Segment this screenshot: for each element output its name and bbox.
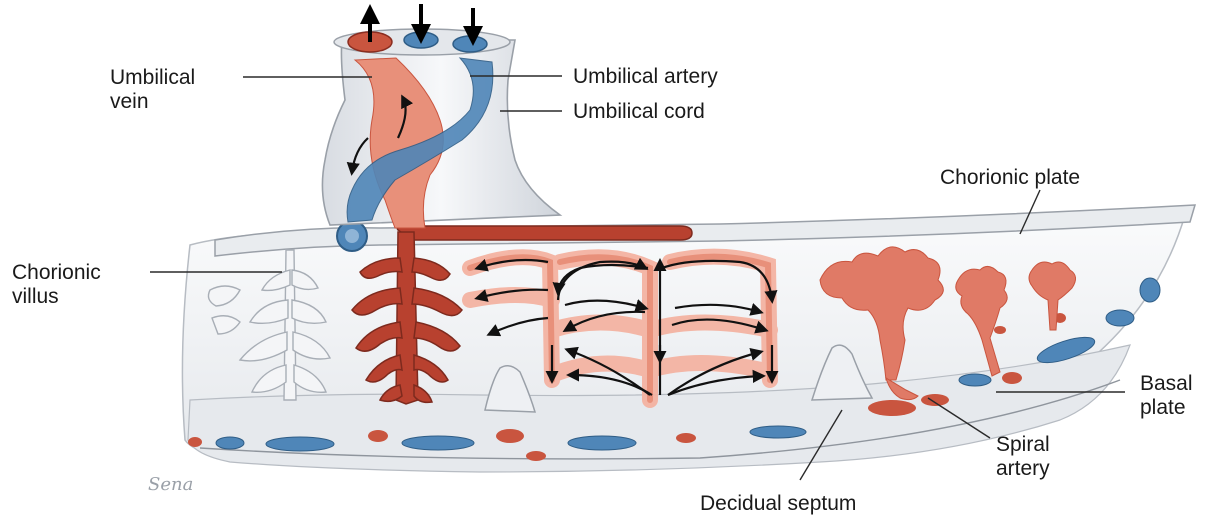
label-chorionic-plate: Chorionic plate: [940, 166, 1080, 189]
label-umbilical-vein-line2: vein: [110, 90, 149, 113]
label-umbilical-artery: Umbilical artery: [573, 65, 718, 88]
artist-signature: Sena: [148, 474, 193, 495]
label-umbilical-vein-line1: Umbilical: [110, 66, 195, 89]
label-umbilical-cord: Umbilical cord: [573, 100, 705, 123]
label-chorionic-villus-line1: Chorionic: [12, 261, 101, 284]
umbilical-cord: [322, 29, 560, 228]
label-basal-plate-line2: plate: [1140, 396, 1186, 419]
label-spiral-artery-line1: Spiral: [996, 433, 1050, 456]
label-spiral-artery-line2: artery: [996, 457, 1050, 480]
placenta-body: [182, 205, 1195, 472]
label-chorionic-villus-line2: villus: [12, 285, 59, 308]
label-decidual-septum: Decidual septum: [700, 492, 856, 515]
label-basal-plate-line1: Basal: [1140, 372, 1193, 395]
